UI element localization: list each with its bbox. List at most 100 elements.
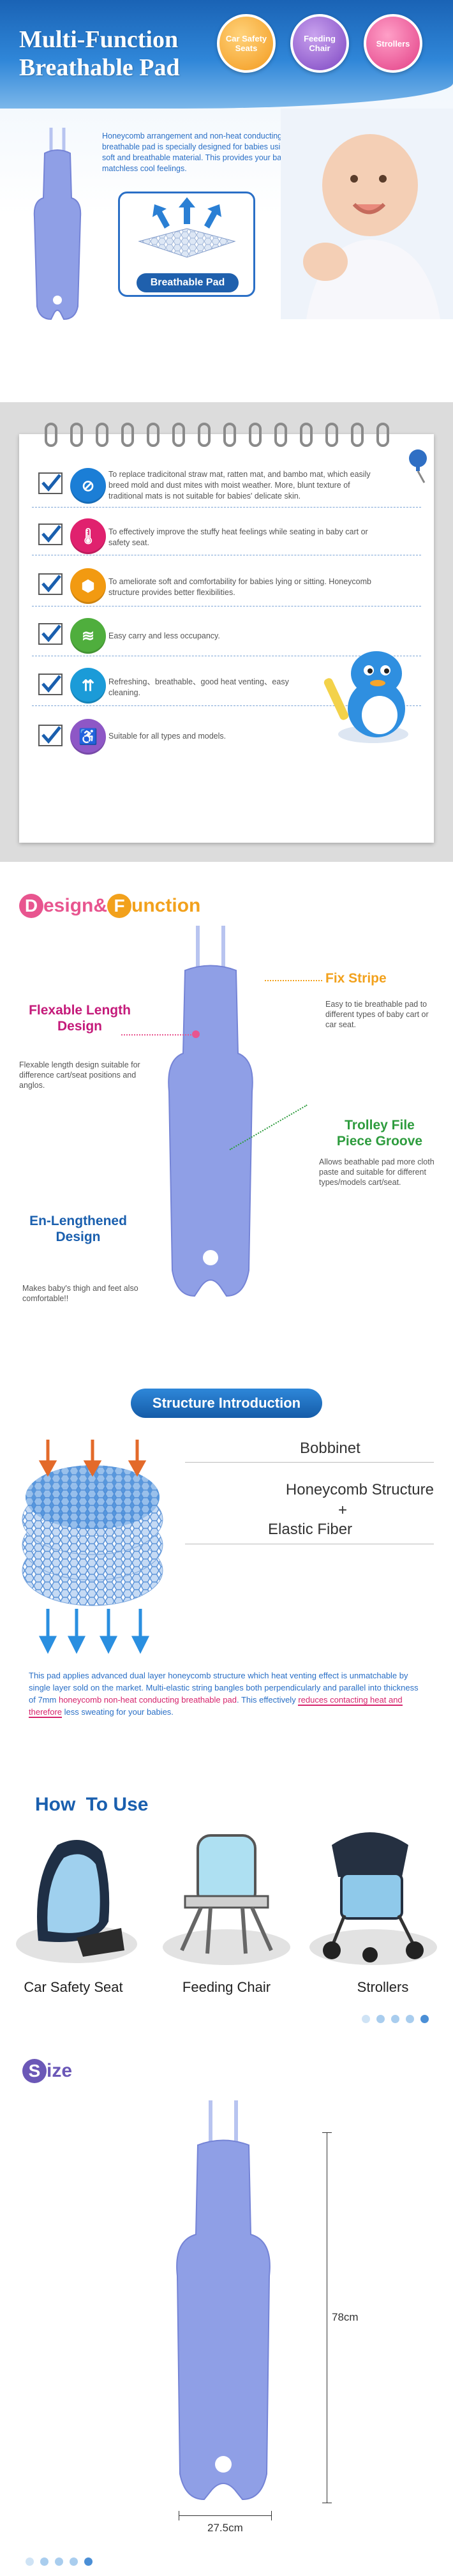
check-icon	[38, 472, 63, 494]
structure-layers-image	[22, 1440, 163, 1654]
flex-length-body: Flexable length design suitable for diff…	[19, 1060, 140, 1090]
feeding-chair-image	[163, 1834, 290, 1965]
carousel-dot[interactable]	[406, 2015, 414, 2023]
car-safety-seats-badge: Car Safety Seats	[217, 14, 276, 73]
fix-stripe-body: Easy to tie breathable pad to different …	[325, 1000, 429, 1029]
no-straw-mat-icon: ⊘	[70, 468, 106, 504]
feature-text: To ameliorate soft and comfortability fo…	[108, 577, 371, 597]
carousel-dot[interactable]	[391, 2015, 399, 2023]
bobbinet-label: Bobbinet	[300, 1440, 360, 1457]
feature-text: To effectively improve the stuffy heat f…	[108, 527, 368, 547]
airflow-icon: ⇈	[70, 668, 106, 704]
baby-photo	[281, 109, 453, 319]
binder-ring	[121, 423, 134, 447]
title-design: esign	[43, 895, 94, 916]
structure-desc-part2: . This effectively	[236, 1695, 299, 1705]
stroller-seat-icon: ♿	[70, 719, 106, 755]
feature-text: Easy carry and less occupancy.	[108, 631, 220, 640]
thermometer-icon: 🌡	[70, 518, 106, 554]
binder-ring	[147, 423, 160, 447]
title-ampersand: &	[93, 895, 108, 916]
size-title-cap: S	[22, 2059, 47, 2083]
feeding-chair-caption: Feeding Chair	[182, 1979, 271, 1995]
breathable-pad-card	[118, 192, 255, 297]
structure-desc-part3: less sweating for your babies.	[62, 1707, 174, 1717]
binder-ring	[198, 423, 211, 447]
check-icon	[38, 674, 63, 695]
en-length-body: Makes baby's thigh and feet also comfort…	[22, 1284, 138, 1303]
binder-ring	[249, 423, 262, 447]
strollers-badge: Strollers	[364, 14, 422, 73]
folded-pad-icon: ≋	[70, 618, 106, 654]
carousel-dot[interactable]	[55, 2557, 63, 2566]
binder-ring	[96, 423, 108, 447]
carousel-dot[interactable]	[70, 2557, 78, 2566]
honeycomb-label: Honeycomb Structure	[285, 1481, 434, 1498]
hero-title-line1: Multi-Function	[19, 26, 179, 53]
car-safety-seat-caption: Car Safety Seat	[24, 1979, 123, 1995]
hero-section: Multi-Function Breathable Pad Car Safety…	[0, 0, 453, 358]
push-pin-icon	[409, 449, 427, 483]
carousel-dot-active[interactable]	[420, 2015, 429, 2023]
feature-text: To replace tradicitonal straw mat, ratte…	[108, 470, 371, 501]
strollers-caption: Strollers	[357, 1979, 409, 1995]
how-label: How	[35, 1794, 76, 1815]
hero-title: Multi-Function Breathable Pad	[19, 26, 180, 82]
carousel-dot-active[interactable]	[84, 2557, 93, 2566]
structure-desc-part1: This pad applies advanced dual layer hon…	[29, 1671, 419, 1705]
binder-ring	[70, 423, 83, 447]
binder-ring	[172, 423, 185, 447]
hero-title-line2: Breathable Pad	[19, 54, 180, 81]
how-to-use-title: How To Use	[35, 1794, 148, 1816]
trolley-title-line1: Trolley File	[345, 1118, 415, 1133]
feature-row	[32, 463, 421, 508]
pad-size-image	[176, 2100, 271, 2501]
carousel-dot[interactable]	[376, 2015, 385, 2023]
breathable-pad-label: Breathable Pad	[137, 273, 239, 292]
binder-ring	[325, 423, 338, 447]
feature-text: Refreshing、breathable、good heat venting、…	[108, 677, 289, 697]
feature-row	[32, 511, 421, 555]
structure-description: This pad applies advanced dual layer hon…	[29, 1669, 424, 1718]
feature-row	[32, 562, 421, 606]
honeycomb-icon: ⬢	[70, 568, 106, 604]
feeding-chair-badge: Feeding Chair	[290, 14, 349, 73]
trolley-body: Allows beathable pad more cloth paste an…	[319, 1157, 434, 1187]
check-icon	[38, 573, 63, 595]
check-icon	[38, 623, 63, 645]
binder-ring	[376, 423, 389, 447]
fix-stripe-title: Fix Stripe	[325, 971, 387, 986]
structure-desc-highlight1: honeycomb non-heat conducting breathable…	[58, 1695, 237, 1705]
to-use-label: To Use	[85, 1794, 149, 1815]
pad-diagram-image	[168, 926, 253, 1297]
height-label: 78cm	[332, 2311, 359, 2323]
mascot-image	[323, 651, 408, 743]
title-cap-d: D	[19, 894, 43, 918]
airflow-arrows-icon	[138, 197, 236, 258]
plus-label: +	[338, 1502, 348, 1519]
feature-text: Suitable for all types and models.	[108, 732, 226, 741]
feature-row	[32, 661, 421, 706]
check-icon	[38, 523, 63, 545]
width-label: 27.5cm	[207, 2522, 243, 2534]
flex-length-title: Flexable Length Design	[13, 1002, 147, 1034]
binder-ring	[223, 423, 236, 447]
stroller-image	[309, 1832, 437, 1965]
fix-stripe-pointer	[265, 980, 322, 981]
car-safety-seat-image	[16, 1840, 137, 1963]
binder-ring	[274, 423, 287, 447]
en-length-title-line1: En-Lengthened	[29, 1214, 127, 1228]
trolley-title-line2: Piece Groove	[336, 1134, 423, 1149]
title-cap-f: F	[107, 894, 132, 918]
hero-description: Honeycomb arrangement and non-heat condu…	[102, 132, 290, 173]
flex-length-title-line2: Design	[57, 1019, 102, 1034]
carousel-dot[interactable]	[362, 2015, 370, 2023]
check-icon	[38, 725, 63, 746]
elastic-fiber-label: Elastic Fiber	[268, 1521, 353, 1538]
width-dimension-tick	[271, 2511, 272, 2520]
carousel-dot[interactable]	[26, 2557, 34, 2566]
carousel-dot[interactable]	[40, 2557, 48, 2566]
flex-length-pointer	[121, 1034, 191, 1036]
trolley-title: Trolley File Piece Groove	[316, 1117, 443, 1149]
